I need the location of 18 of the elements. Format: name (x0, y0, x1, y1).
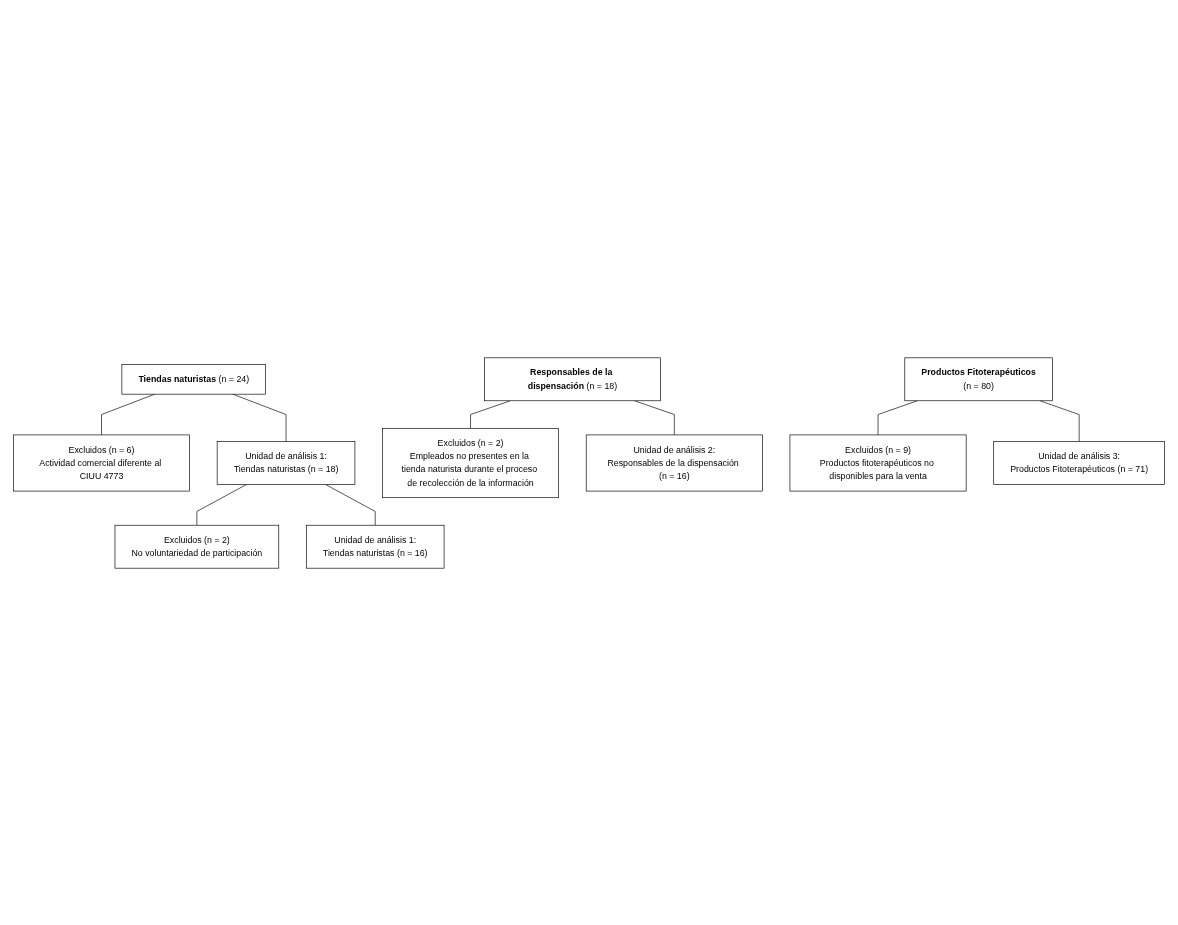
node-box: Tiendas naturistas (n = 24) (121, 363, 266, 394)
node-box: Responsables de la dispensación (n = 18) (484, 357, 661, 401)
connector (101, 393, 156, 435)
node-box: Unidad de análisis 2: Responsables de la dispensación (n = 16) (585, 434, 763, 491)
connector (877, 399, 918, 435)
connector (470, 399, 511, 429)
node-box: Excluidos (n = 2) No voluntariedad de participación (114, 524, 280, 568)
connector (232, 393, 287, 442)
node-box: Excluidos (n = 9) Productos fitoterapéuticos no disponibles para la venta (789, 434, 967, 491)
node-box: Excluidos (n = 6) Actividad comercial diferente al CIUU 4773 (13, 434, 190, 491)
node-box: Unidad de análisis 1: Tiendas naturistas (n = 16) (306, 524, 445, 568)
node-box: Productos Fitoterapéuticos (n = 80) (904, 357, 1053, 401)
node-box: Excluidos (n = 2) Empleados no presentes en la tienda naturista durante el proceso de recolección de la información (382, 427, 559, 498)
connector (634, 399, 675, 435)
node-box: Unidad de análisis 1: Tiendas naturistas (n = 18) (216, 440, 356, 485)
connector (196, 483, 247, 526)
connector (325, 483, 376, 526)
node-box: Unidad de análisis 3: Productos Fitoterapéuticos (n = 71) (993, 440, 1165, 485)
